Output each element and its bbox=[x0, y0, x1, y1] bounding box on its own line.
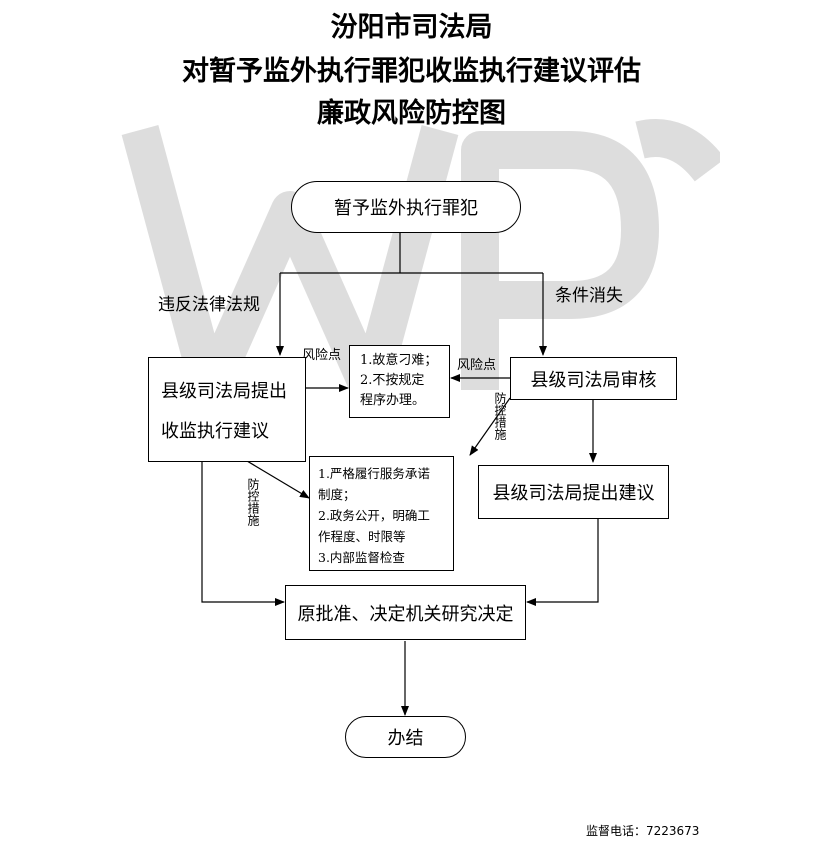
county-propose-box: 县级司法局提出 收监执行建议 bbox=[148, 357, 306, 462]
risk-point-label-right: 风险点 bbox=[457, 358, 497, 373]
title-line-3: 廉政风险防控图 bbox=[317, 98, 506, 129]
supervision-phone: 监督电话：7223673 bbox=[586, 824, 700, 838]
prevention-measures-box: 1.严格履行服务承诺 制度； 2.政务公开，明确工 作程度、时限等 3.内部监督… bbox=[309, 456, 454, 571]
county-propose-suggestion-box: 县级司法局提出建议 bbox=[478, 465, 669, 519]
measure-line-1: 1.严格履行服务承诺 bbox=[318, 466, 430, 481]
measure-line-5: 3.内部监督检查 bbox=[318, 550, 405, 565]
violation-label: 违反法律法规 bbox=[158, 295, 260, 315]
measure-line-3: 2.政务公开，明确工 bbox=[318, 508, 430, 523]
risk-points-box: 1.故意刁难； 2.不按规定 程序办理。 bbox=[349, 345, 450, 418]
measure-line-4: 作程度、时限等 bbox=[318, 529, 406, 544]
measure-line-2: 制度； bbox=[318, 487, 356, 502]
title-line-2: 对暂予监外执行罪犯收监执行建议评估 bbox=[182, 56, 641, 87]
decision-box: 原批准、决定机关研究决定 bbox=[285, 585, 526, 640]
risk-point-label-left: 风险点 bbox=[302, 348, 342, 363]
county-propose-line-2: 收监执行建议 bbox=[161, 421, 269, 442]
title-line-1: 汾阳市司法局 bbox=[330, 12, 493, 43]
condition-lost-label: 条件消失 bbox=[555, 286, 623, 306]
county-propose-line-1: 县级司法局提出 bbox=[161, 381, 287, 402]
county-review-box: 县级司法局审核 bbox=[510, 357, 677, 400]
risk-line-3: 程序办理。 bbox=[360, 393, 426, 408]
risk-line-2: 2.不按规定 bbox=[360, 373, 425, 388]
risk-line-1: 1.故意刁难； bbox=[360, 353, 438, 368]
prevention-label-right: 防控措施 bbox=[493, 392, 507, 440]
end-node: 办结 bbox=[345, 716, 466, 758]
prevention-label-left: 防控措施 bbox=[246, 478, 260, 526]
start-node: 暂予监外执行罪犯 bbox=[291, 181, 521, 233]
